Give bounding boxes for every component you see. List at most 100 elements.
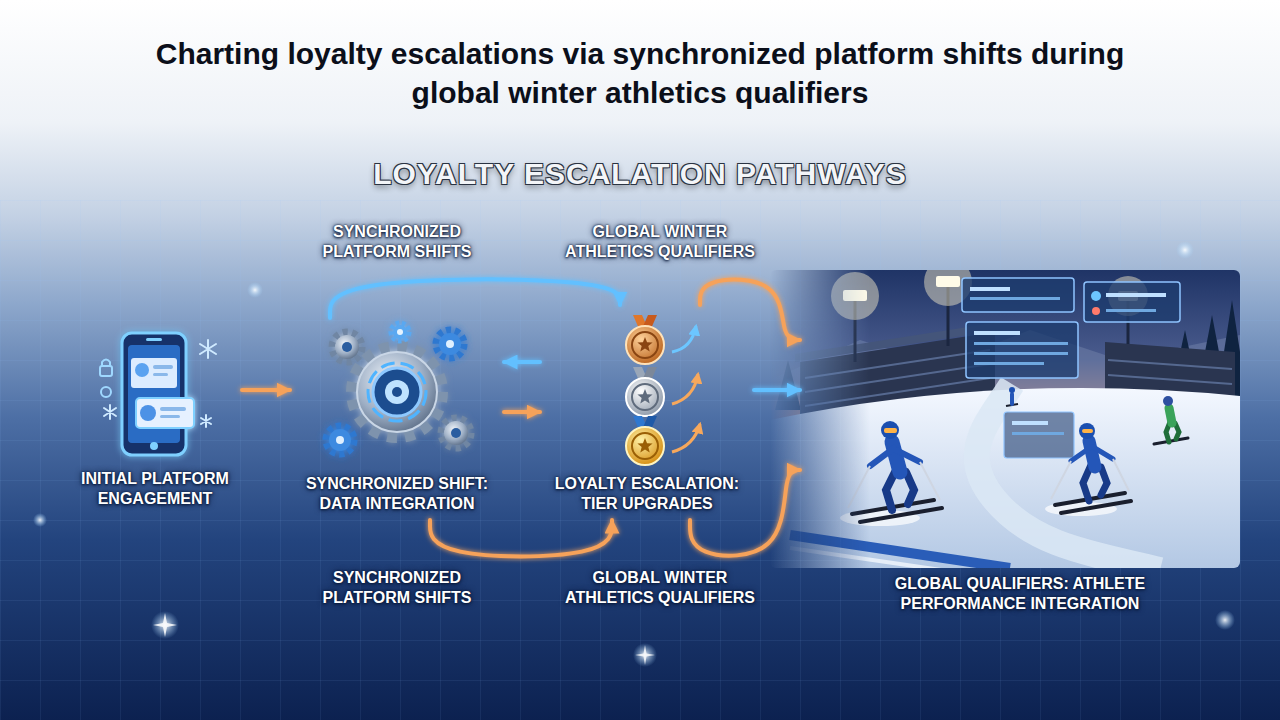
snowflake-icons [104,405,116,419]
small-gear [391,323,409,341]
bronze-medal [637,337,652,351]
dashboard-panels [1092,307,1100,315]
small-ui-icons [100,360,112,398]
silver-medal [637,389,652,403]
connector-label: SYNCHRONIZED PLATFORM SHIFTS [307,568,487,608]
silver-medal [626,378,664,416]
flood-lights [831,272,879,320]
sparkles [247,282,263,298]
main-gear [352,347,442,437]
dashboard-panels [1106,293,1166,297]
snowflake-icons [200,340,216,358]
dashboard-panels [970,297,1060,300]
skier [881,421,899,439]
sparkles [33,513,47,527]
flood-lights [843,290,867,301]
small-gear [439,333,461,355]
bronze-medal [626,326,664,364]
background-grid [0,200,1280,720]
phone-icon [146,338,162,341]
skier [1045,423,1131,516]
engagement-node: INITIAL PLATFORM ENGAGEMENT [68,330,242,515]
small-gear [329,429,351,451]
small-gear [332,332,362,362]
skier [1061,501,1131,513]
ski-scene [770,270,1240,568]
small-gear [436,330,464,358]
gear-cluster [326,323,471,454]
connector-arrow [504,410,540,414]
distant-skier [1006,387,1018,406]
sparkles [635,645,655,665]
medal-stack [626,315,700,465]
ski-track [977,384,1160,568]
node-caption: SYNCHRONIZED SHIFT: DATA INTEGRATION [294,474,500,514]
small-gear [441,418,471,448]
dashboard-panels [1012,421,1048,425]
small-gear [444,421,468,445]
dashboard-panels [1091,291,1101,301]
sparkles [151,611,179,639]
phone-icon [136,398,194,428]
phone-icon [131,358,177,388]
small-gear [335,335,359,359]
connector-label: GLOBAL WINTER ATHLETICS QUALIFIERS [558,568,763,608]
stadium-stands [1108,360,1232,384]
small-gear [336,436,344,444]
skier [1169,408,1172,423]
skier [1079,423,1095,439]
connector-group [242,279,800,556]
connector-label: SYNCHRONIZED PLATFORM SHIFTS [307,222,487,262]
small-gear [446,340,454,348]
small-gear [326,426,354,454]
gold-medal [632,433,658,459]
phone-icon [140,405,156,421]
qualifier-scene-node: GLOBAL QUALIFIERS: ATHLETE PERFORMANCE I… [800,268,1240,620]
dashboard-panels [970,287,1010,291]
dashboard-panels [974,331,1020,335]
small-gear [451,428,461,438]
small-gear [441,418,471,448]
gold-medal [626,416,664,465]
small-gear [436,330,464,358]
sparkles [1215,610,1235,630]
dashboard-panels [974,352,1068,355]
phone-icon [150,442,158,450]
skier [1154,396,1188,444]
small-gear [342,342,352,352]
bronze-medal [632,332,658,358]
upgrade-arrow [672,374,698,404]
small-ui-icons [101,387,111,397]
snow-slope [770,388,1240,568]
phone-icon [153,373,168,376]
dashboard-panels [1012,432,1064,435]
dashboard-panels [1084,282,1180,322]
node-caption: GLOBAL QUALIFIERS: ATHLETE PERFORMANCE I… [850,574,1190,614]
upgrade-arrow [672,326,696,352]
connector-arrow [754,388,800,392]
dashboard-panels [1004,412,1074,458]
phone-icon [160,407,186,411]
connector-label: GLOBAL WINTER ATHLETICS QUALIFIERS [558,222,763,262]
connector-arrow [430,520,612,556]
dashboard-panels [966,322,1078,378]
dashboard-panels [974,342,1068,345]
sparkles [153,613,177,637]
dashboard-panels [962,278,1180,458]
snowflake-icons [201,415,211,427]
skier [840,421,942,526]
snowflake-icons [104,340,216,427]
skier [860,508,942,522]
small-gear [326,426,354,454]
main-gear [385,380,409,404]
integration-node: SYNCHRONIZED SHIFT: DATA INTEGRATION [290,318,504,520]
small-gear [332,332,362,362]
small-ui-icons [102,360,110,367]
node-caption: LOYALTY ESCALATION: TIER UPGRADES [544,474,750,514]
trees [775,360,801,410]
node-caption: INITIAL PLATFORM ENGAGEMENT [72,469,238,509]
main-gear [368,363,426,421]
main-gear [373,368,421,416]
skier [870,448,920,466]
phone-icon [122,333,186,455]
